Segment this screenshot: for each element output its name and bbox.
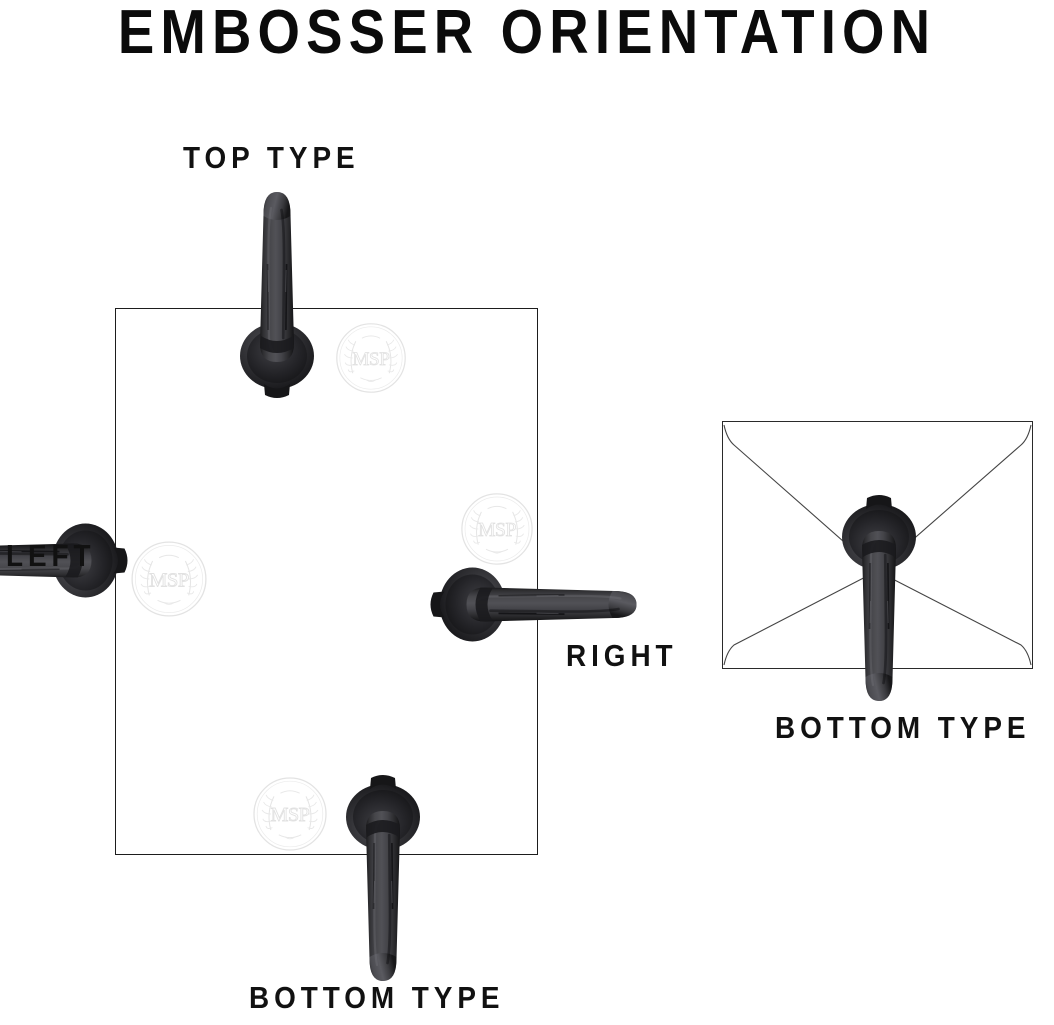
- embossed-seal-right: [458, 490, 536, 568]
- label-top-type: TOP TYPE: [183, 140, 360, 175]
- embosser-right[interactable]: [428, 562, 643, 648]
- embosser-bottom-type[interactable]: [340, 772, 426, 987]
- label-left: LEFT: [6, 538, 96, 573]
- label-right: RIGHT: [566, 638, 678, 673]
- embossed-seal-top: [333, 320, 409, 396]
- embossed-seal-bottom: [250, 774, 330, 854]
- label-bottom-type: BOTTOM TYPE: [249, 980, 505, 1015]
- label-envelope-bottom-type: BOTTOM TYPE: [775, 710, 1031, 745]
- page-title: EMBOSSER ORIENTATION: [117, 0, 937, 67]
- embosser-envelope-bottom-type[interactable]: [836, 492, 922, 707]
- embossed-seal-left: [128, 538, 210, 620]
- embosser-top-type[interactable]: [234, 186, 320, 401]
